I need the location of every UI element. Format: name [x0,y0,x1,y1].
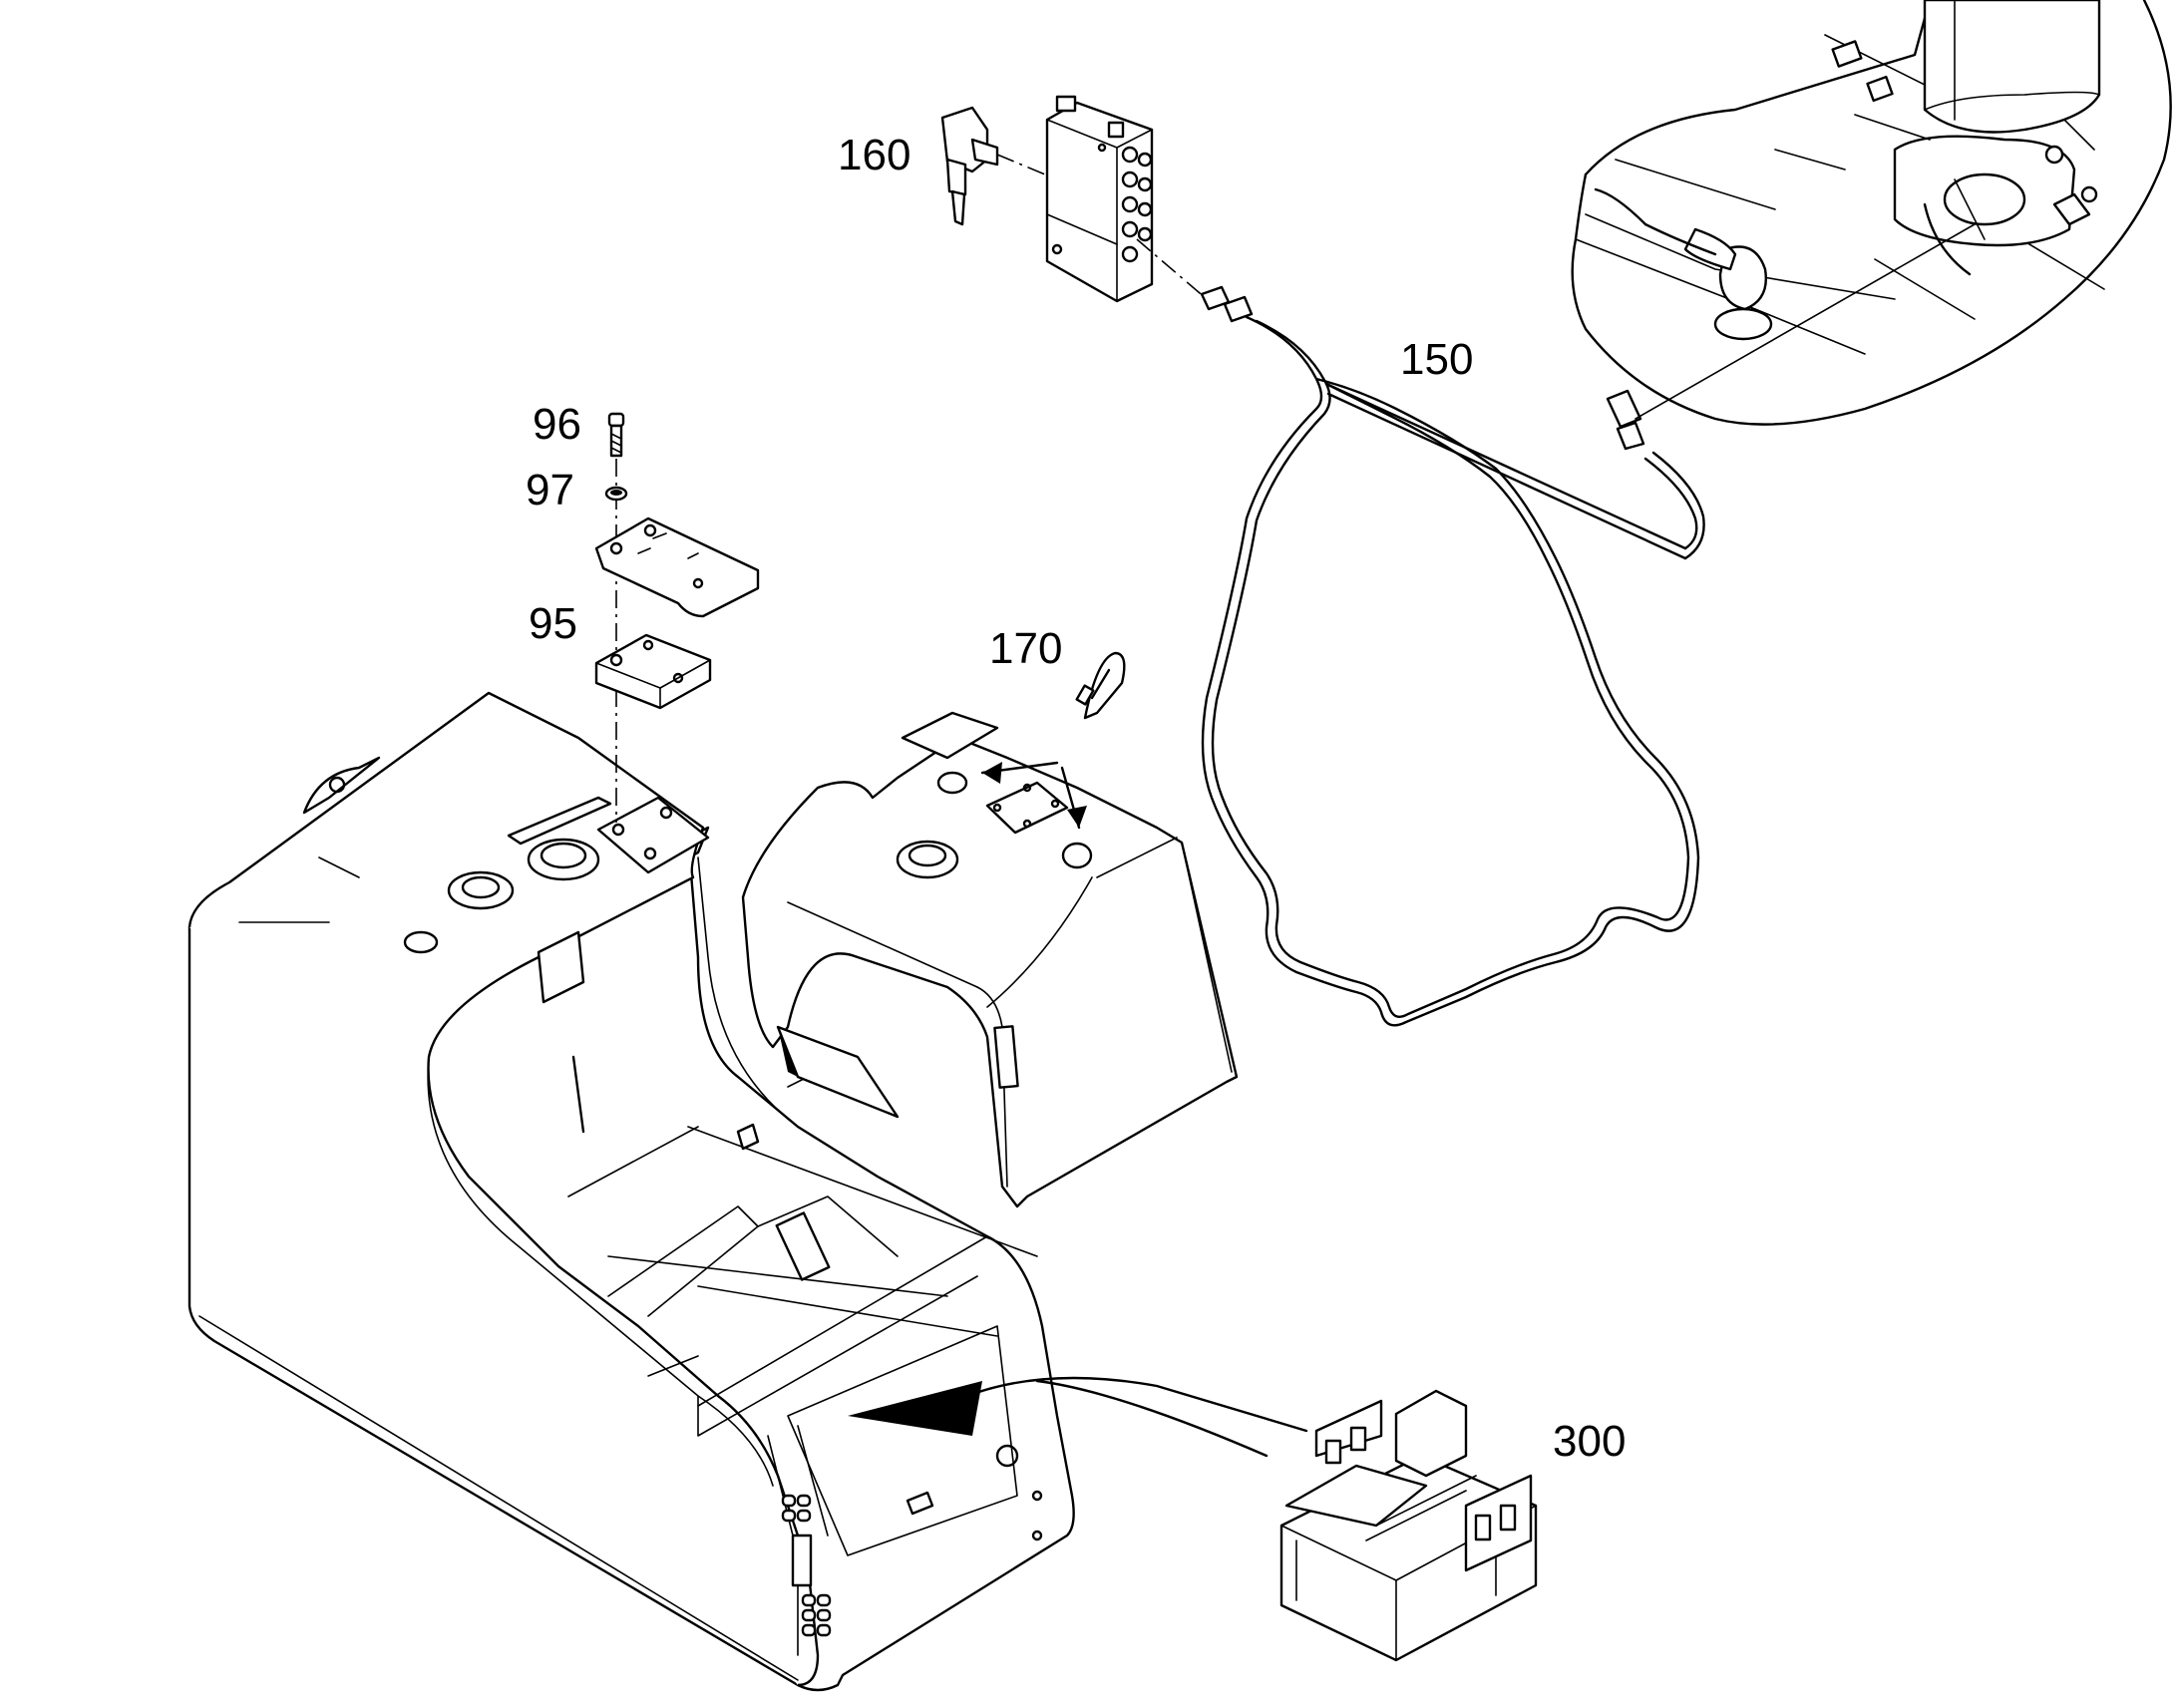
callout-150: 150 [1400,335,1473,384]
part-160-connector [940,106,999,226]
valve-ports [1121,146,1153,263]
part-95-pad [594,633,712,710]
callout-96: 96 [533,400,581,449]
callout-97: 97 [526,466,574,514]
side-cover [741,711,1239,1208]
callout-95: 95 [529,599,577,648]
vent-holes [781,1494,832,1637]
mounting-plate [594,516,760,618]
part-150-hose [1200,285,1705,1027]
callout-160: 160 [838,131,910,179]
callout-300: 300 [1553,1417,1626,1466]
main-console-housing [187,691,1075,1692]
mounting-stack [594,412,760,823]
valve-block [1045,95,1154,303]
callout-170: 170 [989,624,1062,673]
detail-inset [1571,0,2172,426]
part-300-battery-tray [965,1376,1538,1662]
part-170-cable-tie [1075,651,1126,720]
part-96-bolt [607,412,625,458]
part-97-washer [604,486,628,502]
